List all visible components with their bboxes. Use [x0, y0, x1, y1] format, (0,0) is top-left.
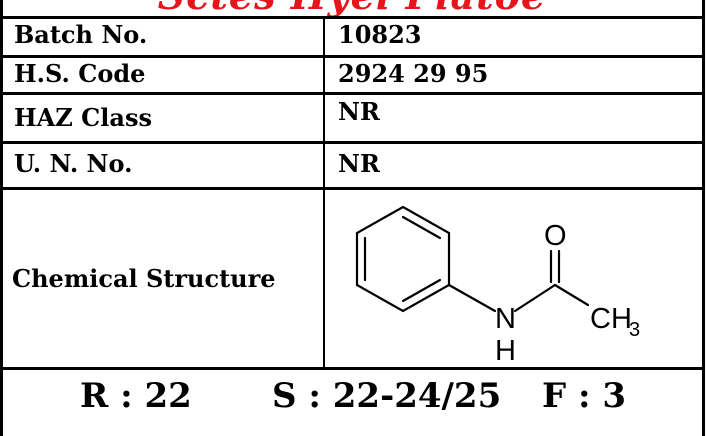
chemical-structure-label: Chemical Structure: [12, 264, 276, 293]
nitrogen-atom: N: [495, 303, 516, 335]
label-title: Sctes Hyel Platoe: [0, 0, 704, 16]
un-number-value: NR: [338, 149, 380, 178]
table-column-divider: [323, 16, 325, 369]
batch-number-value: 10823: [338, 20, 422, 49]
table-rule-row-3: [0, 141, 705, 144]
table-rule-row-1: [0, 55, 705, 58]
table-rule-row-2: [0, 92, 705, 95]
haz-class-value: NR: [338, 97, 380, 126]
risk-phrase: R : 22: [80, 376, 192, 416]
table-border-left: [0, 0, 3, 436]
safety-phrase: S : 22-24/25: [272, 376, 502, 416]
bond-ring-nitrogen: [447, 283, 497, 313]
chemical-structure-diagram: O N H CH 3: [355, 205, 640, 365]
flammability-phrase: F : 3: [542, 376, 627, 416]
batch-number-label: Batch No.: [14, 20, 148, 49]
methyl-group: CH: [590, 303, 632, 335]
benzene-double-bond-2: [401, 278, 442, 303]
un-number-label: U. N. No.: [14, 149, 133, 178]
haz-class-label: HAZ Class: [14, 103, 152, 132]
benzene-ring: [355, 205, 451, 313]
bond-nitrogen-carbon: [513, 283, 557, 313]
oxygen-atom: O: [544, 220, 567, 252]
hs-code-label: H.S. Code: [14, 59, 146, 88]
table-border-right: [702, 0, 705, 436]
hs-code-value: 2924 29 95: [338, 59, 489, 88]
benzene-double-bond-1: [401, 215, 442, 240]
table-rule-top: [0, 16, 705, 19]
table-rule-row-5: [0, 367, 705, 370]
bond-carbon-methyl: [553, 283, 590, 307]
hydrogen-atom: H: [495, 335, 516, 365]
table-rule-row-4: [0, 187, 705, 190]
methyl-subscript: 3: [629, 319, 640, 341]
